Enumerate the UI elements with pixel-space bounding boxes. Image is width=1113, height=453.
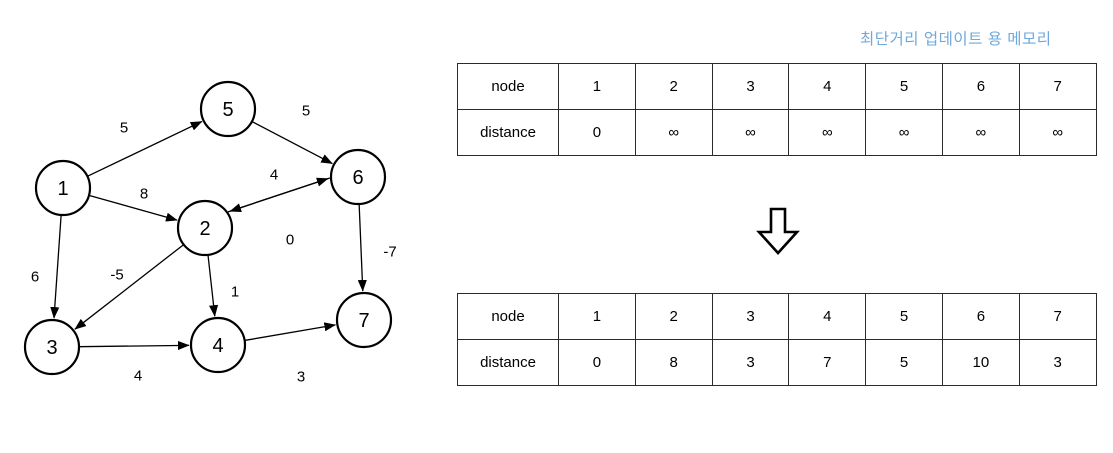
distance-cell: ∞ <box>634 109 713 156</box>
node-cell: 2 <box>634 63 713 110</box>
edges-layer <box>50 120 367 351</box>
row-header-distance: distance <box>457 109 559 156</box>
node-label-3: 3 <box>46 337 57 359</box>
edge-weight-3-4: 4 <box>134 368 142 385</box>
graph-node-1[interactable]: 1 <box>34 159 92 217</box>
node-cell: 4 <box>788 293 867 340</box>
table-row: node 1 2 3 4 5 6 7 <box>457 63 1097 110</box>
node-cell: 5 <box>865 63 943 110</box>
node-cell: 3 <box>711 63 790 110</box>
graph-node-4[interactable]: 4 <box>189 316 247 374</box>
node-cell: 1 <box>558 63 636 110</box>
graph-edge-2-to-3 <box>74 244 185 330</box>
node-circle-6 <box>329 148 387 206</box>
node-cell: 3 <box>711 293 790 340</box>
edge-weight-6-2: 0 <box>286 232 294 249</box>
graph-node-6[interactable]: 6 <box>329 148 387 206</box>
distance-cell: ∞ <box>1018 109 1097 156</box>
graph-edge-6-to-2 <box>229 177 331 213</box>
node-cell: 7 <box>1018 63 1097 110</box>
node-circle-4 <box>189 316 247 374</box>
node-label-2: 2 <box>199 218 210 240</box>
graph-edge-1-to-5 <box>87 120 203 177</box>
edge-weight-1-2: 8 <box>140 186 148 203</box>
graph-node-2[interactable]: 2 <box>176 199 234 257</box>
distance-cell: 3 <box>1018 339 1097 386</box>
graph-node-3[interactable]: 3 <box>23 318 81 376</box>
graph-panel: 5 5 8 4 0 -7 6 -5 1 4 3 1 2 3 4 5 6 7 <box>0 0 440 453</box>
node-cell: 1 <box>558 293 636 340</box>
memory-section-title: 최단거리 업데이트 용 메모리 <box>860 31 1052 48</box>
node-cell: 6 <box>941 63 1020 110</box>
node-label-6: 6 <box>352 167 363 189</box>
node-cell: 5 <box>865 293 943 340</box>
node-cell: 2 <box>634 293 713 340</box>
graph-edge-3-to-4 <box>78 340 190 351</box>
node-circle-2 <box>176 199 234 257</box>
edge-weight-1-5: 5 <box>120 120 128 137</box>
directed-weighted-graph: 5 5 8 4 0 -7 6 -5 1 4 3 1 2 3 4 5 6 7 <box>23 80 397 386</box>
row-header-node: node <box>457 293 559 340</box>
nodes-layer: 1 2 3 4 5 6 7 <box>23 80 393 376</box>
node-circle-7 <box>335 291 393 349</box>
row-header-node: node <box>457 63 559 110</box>
distance-cell: ∞ <box>865 109 943 156</box>
node-circle-1 <box>34 159 92 217</box>
edge-weight-4-7: 3 <box>297 369 305 386</box>
initial-distance-table: node 1 2 3 4 5 6 7 distance 0 ∞ ∞ ∞ ∞ ∞ … <box>457 63 1097 156</box>
node-cell: 4 <box>788 63 867 110</box>
row-header-distance: distance <box>457 339 559 386</box>
edge-weight-5-6: 5 <box>302 103 310 120</box>
distance-cell: 10 <box>941 339 1020 386</box>
graph-edge-2-to-4 <box>207 254 219 317</box>
graph-edge-1-to-3 <box>50 214 62 319</box>
distance-cell: 0 <box>558 339 636 386</box>
node-cell: 6 <box>941 293 1020 340</box>
node-circle-3 <box>23 318 81 376</box>
edge-weight-2-3: -5 <box>110 267 123 284</box>
distance-cell: 8 <box>634 339 713 386</box>
edge-weights-layer: 5 5 8 4 0 -7 6 -5 1 4 3 <box>31 103 397 386</box>
node-label-7: 7 <box>358 310 369 332</box>
graph-edge-1-to-2 <box>88 194 178 222</box>
distance-cell: ∞ <box>788 109 867 156</box>
distance-cell: ∞ <box>711 109 790 156</box>
graph-node-7[interactable]: 7 <box>335 291 393 349</box>
distance-cell: 0 <box>558 109 636 156</box>
node-label-5: 5 <box>222 99 233 121</box>
table-row: distance 0 ∞ ∞ ∞ ∞ ∞ ∞ <box>457 109 1097 156</box>
graph-edge-5-to-6 <box>251 120 333 165</box>
distance-cell: 7 <box>788 339 867 386</box>
distance-cell: ∞ <box>941 109 1020 156</box>
edge-weight-6-7: -7 <box>383 244 396 261</box>
distance-cell: 3 <box>711 339 790 386</box>
table-row: distance 0 8 3 7 5 10 3 <box>457 339 1097 386</box>
node-label-4: 4 <box>212 335 223 357</box>
edge-weight-2-4: 1 <box>231 284 239 301</box>
node-circle-5 <box>199 80 257 138</box>
graph-edge-4-to-7 <box>244 322 337 342</box>
node-label-1: 1 <box>57 178 68 200</box>
node-cell: 7 <box>1018 293 1097 340</box>
table-row: node 1 2 3 4 5 6 7 <box>457 293 1097 340</box>
final-distance-table: node 1 2 3 4 5 6 7 distance 0 8 3 7 5 10… <box>457 293 1097 386</box>
graph-edge-6-to-7 <box>357 203 367 292</box>
edge-weight-2-6: 4 <box>270 167 278 184</box>
distance-cell: 5 <box>865 339 943 386</box>
down-block-arrow-icon <box>752 205 804 257</box>
graph-node-5[interactable]: 5 <box>199 80 257 138</box>
edge-weight-1-3: 6 <box>31 269 39 286</box>
